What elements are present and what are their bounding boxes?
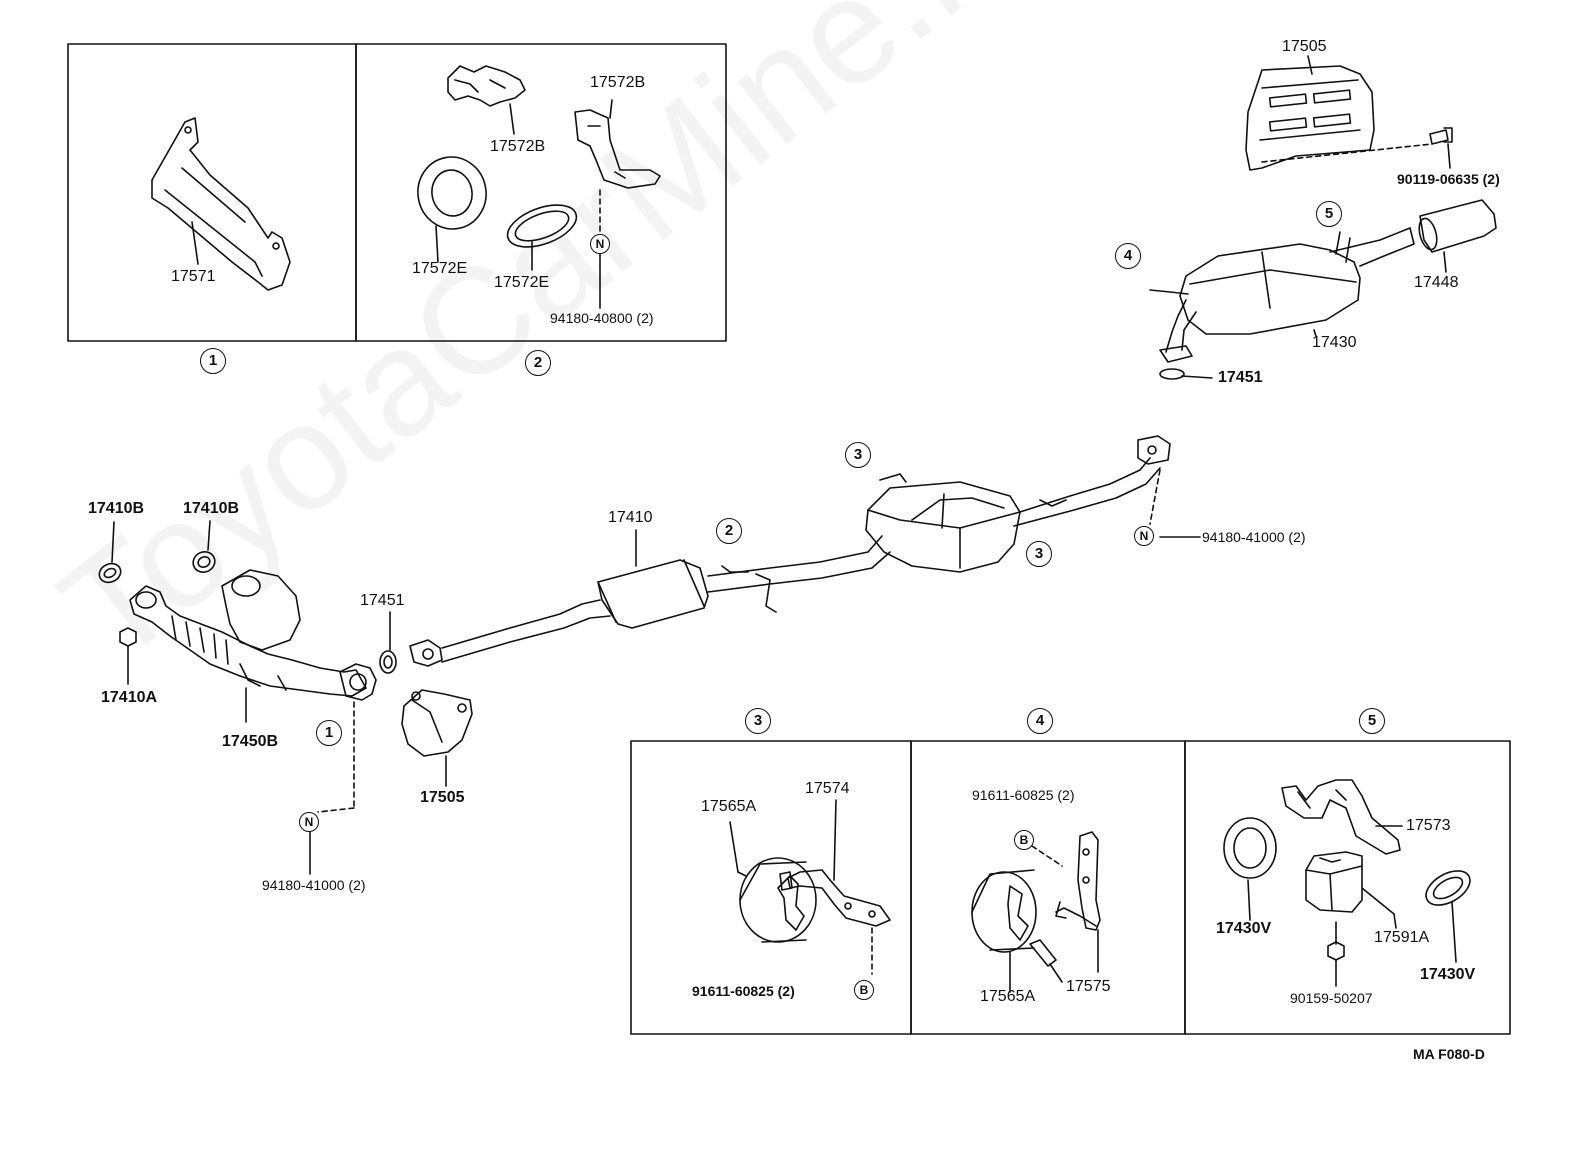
label-17410B-left: 17410B: [88, 500, 145, 517]
callout-1-box: 1: [200, 348, 226, 374]
label-17573: 17573: [1406, 817, 1451, 834]
callout-2-box: 2: [525, 350, 551, 376]
marker-b-box4: B: [1014, 830, 1034, 850]
label-94180-41000-right: 94180-41000 (2): [1202, 529, 1306, 545]
mount-17565A-left-drawing: [729, 821, 817, 943]
bracket-17573-drawing: [1281, 779, 1403, 855]
label-17450B: 17450B: [222, 733, 279, 750]
rear-muffler-17430-drawing: [1149, 227, 1415, 380]
gasket-17410B-left-drawing: [98, 521, 122, 584]
label-17574: 17574: [805, 780, 850, 797]
bolt-90159-drawing: [1327, 921, 1345, 987]
label-94180-40800: 94180-40800 (2): [550, 310, 654, 326]
label-17448: 17448: [1414, 274, 1459, 291]
label-17572E-oval: 17572E: [494, 274, 550, 291]
label-17430V-left: 17430V: [1216, 920, 1272, 937]
hanger-17572B-lower-drawing: [574, 99, 661, 309]
gasket-17430V-left-drawing: [1223, 817, 1277, 921]
figure-code: MA F080-D: [1413, 1046, 1485, 1062]
callout-5-ref: 5: [1316, 201, 1342, 227]
label-17410B-right: 17410B: [183, 500, 240, 517]
bracket-17571-drawing: [151, 117, 291, 291]
label-17575: 17575: [1066, 978, 1111, 995]
callout-3-ref-upper: 3: [845, 442, 871, 468]
inset-box-4: [910, 740, 1186, 1035]
hanger-17505-mid-drawing: [401, 689, 473, 787]
label-17565A-right: 17565A: [980, 988, 1036, 1005]
label-17591A: 17591A: [1374, 929, 1430, 946]
label-17565A-left: 17565A: [701, 798, 757, 815]
tail-pipe-17448-drawing: [1418, 199, 1497, 273]
marker-n-right: N: [1134, 526, 1154, 546]
gasket-17451-mid-drawing: [379, 611, 397, 674]
label-17571: 17571: [171, 268, 216, 285]
label-90159-50207: 90159-50207: [1290, 990, 1373, 1006]
gasket-17430V-right-drawing: [1425, 870, 1471, 963]
front-pipe-17450B-drawing: [129, 569, 377, 723]
center-muffler-drawing: [865, 435, 1201, 573]
inset-box-2: [355, 43, 727, 342]
callout-1-ref: 1: [316, 720, 342, 746]
label-94180-41000-left: 94180-41000 (2): [262, 877, 366, 893]
callout-4-ref: 4: [1115, 243, 1141, 269]
callout-5-box: 5: [1359, 708, 1385, 734]
nut-17410A-drawing: [119, 627, 137, 685]
label-17572B-lower: 17572B: [590, 74, 646, 91]
bolt-90119-drawing: [1429, 127, 1453, 169]
callout-3-box: 3: [745, 708, 771, 734]
gasket-17572E-round-drawing: [417, 156, 487, 263]
label-17505-mid: 17505: [420, 789, 465, 806]
label-17430V-right: 17430V: [1420, 966, 1476, 983]
hanger-17572B-upper-drawing: [447, 65, 526, 135]
label-17430: 17430: [1312, 334, 1357, 351]
bracket-17575-drawing: [1029, 831, 1101, 983]
label-91611-60825-left: 91611-60825 (2): [692, 983, 795, 999]
heat-shield-17505-top-drawing: [1245, 55, 1433, 171]
label-17410: 17410: [608, 509, 653, 526]
inset-box-5: [1184, 740, 1511, 1035]
label-17572B-upper: 17572B: [490, 138, 546, 155]
marker-n-box2: N: [590, 234, 610, 254]
mount-17591A-drawing: [1305, 851, 1397, 929]
callout-3-ref-lower: 3: [1026, 541, 1052, 567]
gasket-17572E-oval-drawing: [506, 204, 578, 271]
label-17410A: 17410A: [101, 689, 158, 706]
label-17451-mid: 17451: [360, 592, 405, 609]
label-17451-top: 17451: [1218, 369, 1263, 386]
callout-2-ref: 2: [716, 518, 742, 544]
mount-17565A-right-drawing: [971, 869, 1037, 993]
bracket-17574-drawing: [779, 799, 891, 975]
label-91611-60825-right: 91611-60825 (2): [972, 787, 1075, 803]
inset-box-1: [67, 43, 357, 342]
label-17505-top: 17505: [1282, 38, 1327, 55]
marker-b-box3: B: [854, 980, 874, 1000]
marker-n-left: N: [299, 812, 319, 832]
callout-4-box: 4: [1027, 708, 1053, 734]
center-pipe-17410-drawing: [409, 529, 891, 667]
gasket-17410B-right-drawing: [192, 520, 216, 573]
label-90119-06635: 90119-06635 (2): [1397, 171, 1500, 187]
label-17572E-round: 17572E: [412, 260, 468, 277]
